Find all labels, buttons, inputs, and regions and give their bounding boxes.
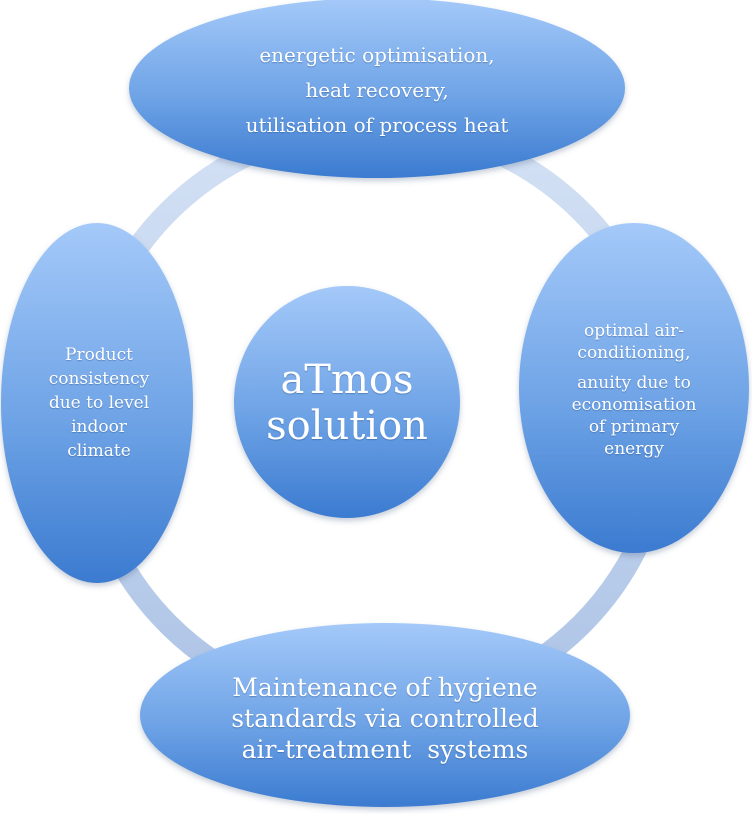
center-node-text: aTmos solution: [250, 345, 444, 460]
top-line: utilisation of process heat: [245, 112, 509, 137]
bottom-line: Maintenance of hygiene: [232, 672, 538, 702]
bottom-line: air-treatment systems: [241, 734, 529, 764]
left-node-text: Product consistency due to level indoor …: [14, 340, 184, 465]
left-line: consistency: [48, 368, 150, 389]
center-line: aTmos: [280, 356, 414, 403]
left-node: [1, 223, 193, 583]
bottom-node-text: Maintenance of hygiene standards via con…: [185, 668, 585, 768]
center-line: solution: [266, 402, 428, 449]
center-node: [234, 286, 460, 518]
right-line: of primary: [588, 417, 680, 437]
right-node-text: optimal air- conditioning, anuity due to…: [544, 310, 724, 470]
right-line: energy: [604, 439, 664, 459]
bottom-line: standards via controlled: [231, 703, 539, 733]
right-line: conditioning,: [577, 343, 691, 363]
right-line: economisation: [571, 395, 697, 415]
right-line: anuity due to: [577, 373, 691, 393]
left-line: due to level: [48, 392, 150, 413]
top-node-text: energetic optimisation, heat recovery, u…: [180, 35, 574, 145]
left-line: indoor: [71, 416, 127, 437]
top-line: heat recovery,: [305, 77, 449, 102]
bottom-node: [140, 623, 630, 807]
left-line: climate: [67, 440, 131, 461]
top-line: energetic optimisation,: [259, 42, 495, 67]
right-line: optimal air-: [584, 321, 684, 341]
right-node: [519, 223, 749, 553]
left-line: Product: [65, 344, 133, 365]
top-node: [129, 0, 625, 178]
